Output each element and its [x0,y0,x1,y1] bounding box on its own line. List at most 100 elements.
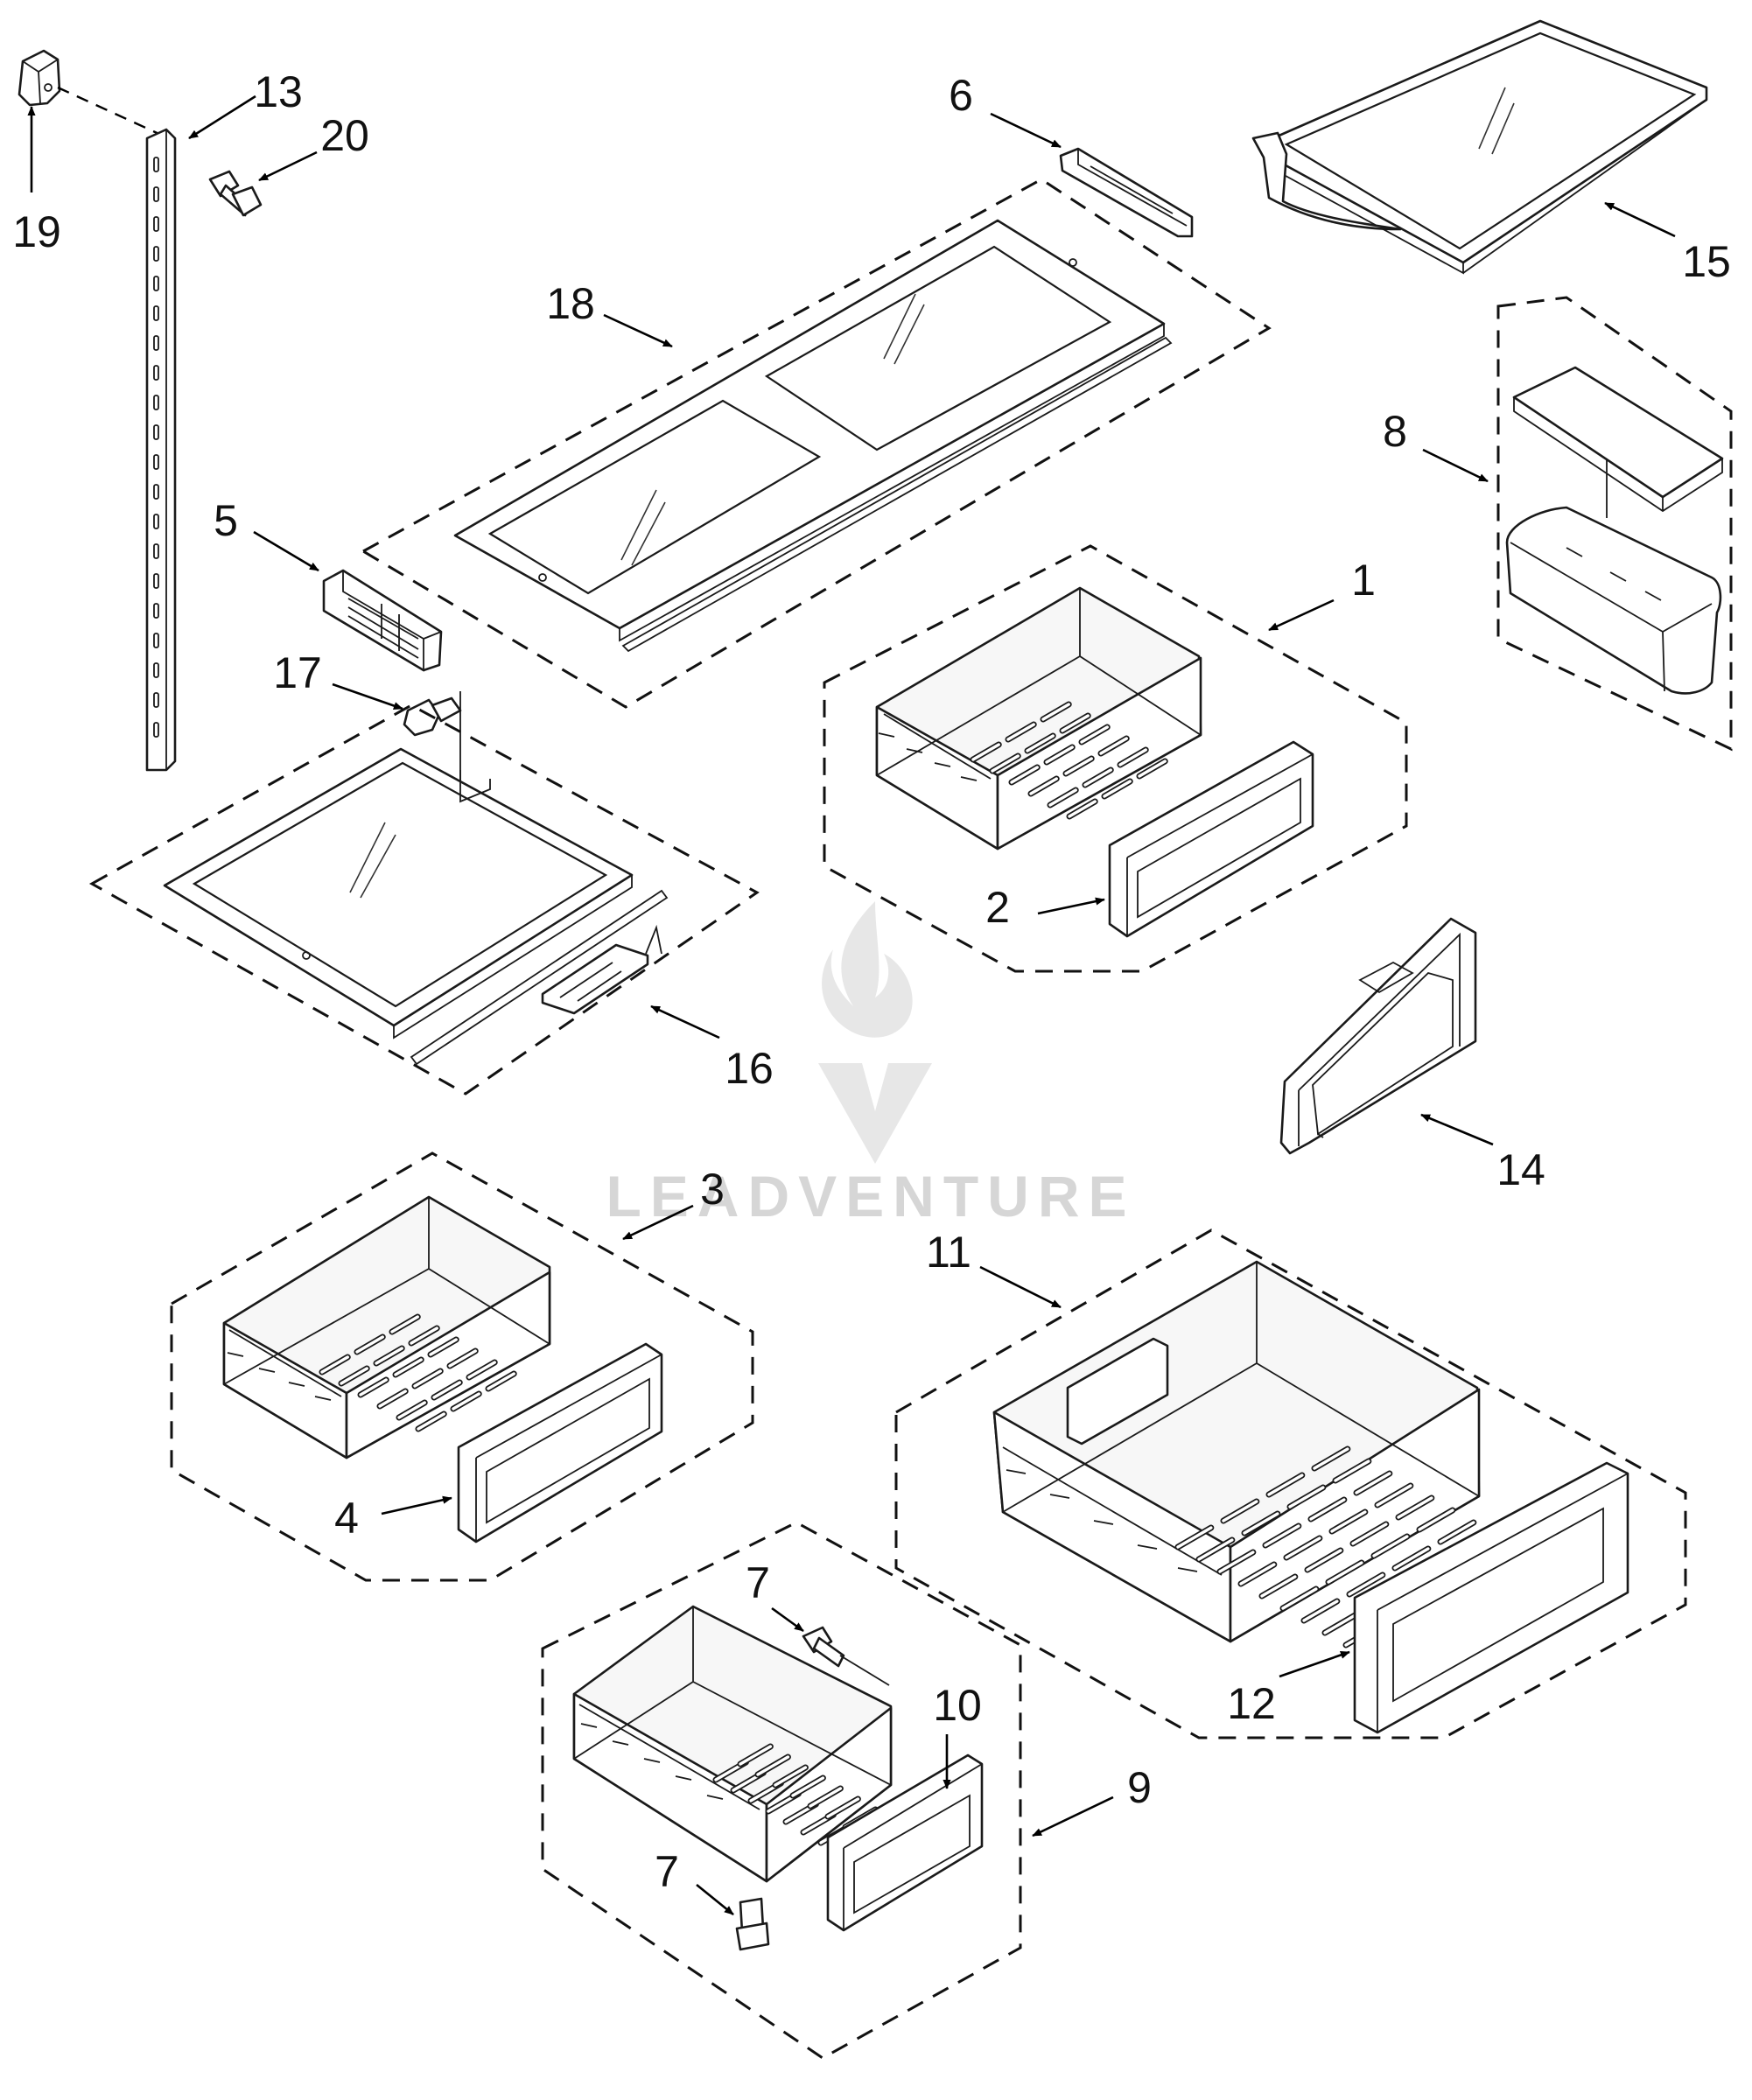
floor-rib-inner [1281,1587,1318,1610]
rail-slot [153,692,159,708]
watermark-logo [818,901,932,1164]
floor-rib-inner [1176,1526,1213,1549]
callout-13: 13 [254,67,303,116]
floor-rib-inner [1080,725,1109,744]
leader-1 [1268,598,1335,632]
rail-slot [153,424,159,440]
rail-slot [153,305,159,321]
callout-5: 5 [214,496,238,545]
leader-3 [622,1204,694,1241]
rail-slot [153,335,159,351]
floor-rib-inner [1026,734,1055,752]
floor-rib-inner [448,1349,477,1368]
floor-rib-inner [1264,1524,1300,1547]
leader-8 [1422,448,1489,483]
floor-rib-inner [1239,1563,1276,1586]
rail-slot [153,157,159,172]
floor-rib-inner [432,1381,461,1399]
group-1-outline [823,544,1408,973]
floor-rib-inner [375,1347,403,1365]
floor-rib-inner [774,1766,808,1787]
leader-7-top [771,1606,804,1633]
rail-slot [153,543,159,559]
floor-rib-inner [1313,1447,1349,1470]
watermark-text: LEADVENTURE [606,1164,1135,1228]
floor-rib-inner [1068,800,1097,818]
floor-rib-inner [397,1401,426,1419]
leader-4 [381,1495,452,1516]
part-14-divider [1279,917,1477,1155]
floor-rib-inner [1045,746,1074,764]
floor-rib-inner [1327,1561,1363,1584]
floor-rib-inner [1288,1486,1325,1508]
floor-rib-inner [1138,760,1167,778]
leader-7-bottom [696,1883,734,1916]
part-2-drawer-front [1108,740,1314,938]
floor-rib-inner [1083,768,1112,787]
rail-slot [153,722,159,738]
rail-slot [153,216,159,232]
callout-6: 6 [949,71,973,120]
part-16-shelf [163,747,669,1066]
floor-rib-inner [1222,1500,1258,1522]
floor-rib-inner [1334,1460,1370,1482]
floor-rib-inner [1103,780,1132,798]
floor-rib-inner [359,1378,388,1396]
callout-10: 10 [933,1681,982,1730]
floor-rib-inner [429,1338,458,1356]
rail-slot [153,365,159,381]
rail-slot [153,662,159,678]
leader-18 [603,313,673,348]
part-7-screw-bottom [735,1897,770,1951]
group-16-outline [88,704,760,1096]
floor-rib-inner [1348,1573,1384,1596]
floor-rib-inner [410,1326,438,1345]
leader-6 [990,112,1062,149]
floor-rib-inner [390,1315,419,1334]
floor-rib-inner [1218,1550,1255,1573]
leader-15 [1604,201,1676,238]
leader-2 [1037,897,1105,915]
part-17-screw [403,691,462,802]
floor-rib-inner [809,1787,843,1808]
floor-rib-inner [1393,1547,1430,1570]
part-9-crisper-drawer [572,1605,914,1883]
part-20-screw [208,170,263,217]
floor-rib-inner [1355,1472,1391,1494]
floor-rib-inner [1029,777,1058,795]
floor-rib-inner [1418,1508,1454,1531]
callout-14: 14 [1496,1145,1545,1194]
leader-13 [188,94,256,140]
floor-rib-inner [1285,1536,1321,1559]
floor-rib-inner [1048,788,1077,807]
floor-rib-inner [1376,1484,1412,1507]
floor-rib-inner [355,1335,384,1354]
callout-16: 16 [725,1044,774,1093]
rail-slot [153,395,159,410]
leader-19-to-13 [57,86,164,137]
floor-rib-inner [320,1355,349,1374]
rail-slot [153,633,159,648]
part-15-shelf [1251,19,1708,275]
part-12-basket-front [1353,1461,1629,1734]
callout-7-top: 7 [746,1558,770,1607]
callout-15: 15 [1682,237,1731,286]
rail-slot [153,514,159,529]
floor-rib-inner [417,1412,445,1431]
callout-9: 9 [1127,1763,1152,1812]
rail-slot [153,573,159,589]
group-18-outline [360,178,1272,709]
floor-rib-inner [739,1745,773,1766]
rail-slot [153,276,159,291]
callout-8: 8 [1383,407,1407,456]
floor-rib-inner [1351,1522,1388,1545]
floor-rib-inner [1064,757,1093,775]
floor-rib-inner [1330,1510,1367,1533]
floor-rib-inner [1260,1575,1297,1598]
floor-rib-inner [1372,1535,1409,1558]
part-6-bracket [1059,147,1194,238]
floor-rib-inner [467,1361,496,1379]
floor-rib-inner [1309,1498,1346,1521]
leader-12 [1279,1650,1350,1678]
